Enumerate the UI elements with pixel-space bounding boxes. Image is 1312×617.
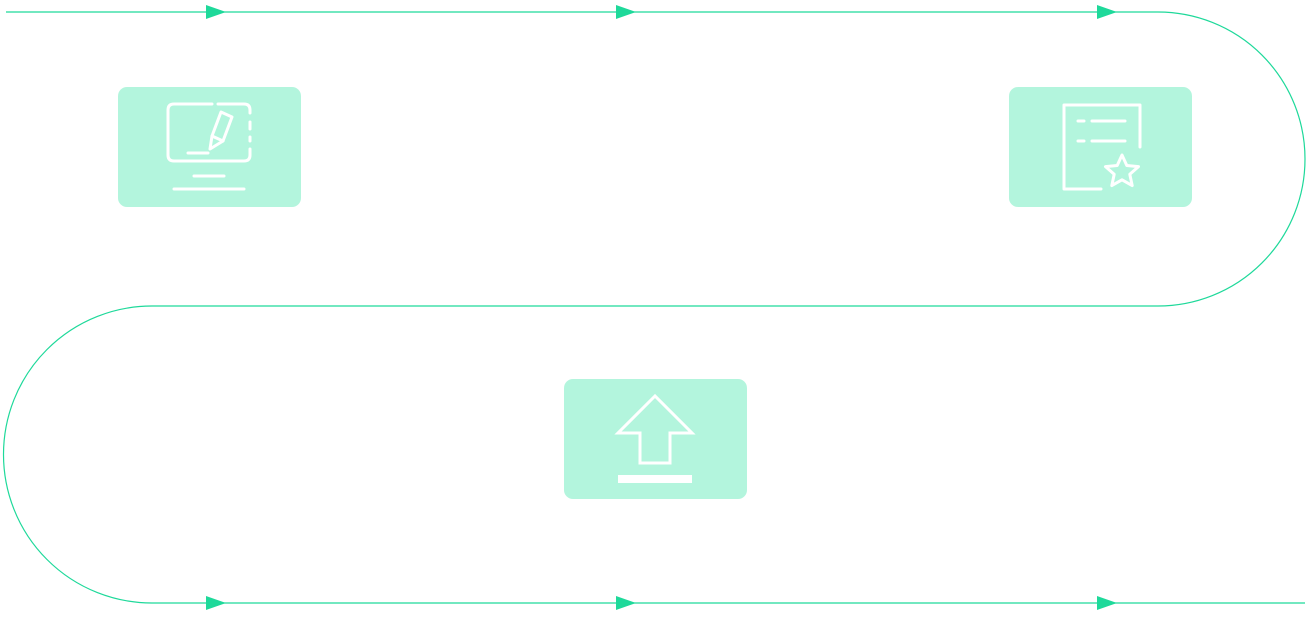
flow-arrow-4: [206, 596, 226, 610]
step-card-upload: [564, 379, 747, 499]
flow-arrow-6: [1097, 596, 1117, 610]
flow-arrow-2: [616, 5, 636, 19]
flow-path: [2, 11, 1306, 604]
monitor-pen-icon: [166, 102, 252, 191]
flow-arrow-1: [206, 5, 226, 19]
flow-arrow-5: [616, 596, 636, 610]
upload-arrow-icon: [614, 393, 696, 483]
flow-arrow-3: [1097, 5, 1117, 19]
step-card-edit: [118, 87, 301, 207]
step-card-review: [1009, 87, 1192, 207]
document-star-icon: [1062, 103, 1142, 191]
